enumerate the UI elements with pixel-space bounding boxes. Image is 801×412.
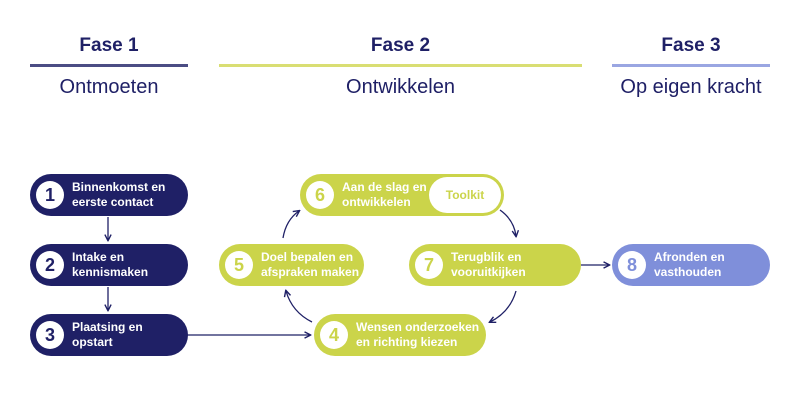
step-1-label: Binnenkomst en eerste contact [72, 180, 166, 209]
phase-3-title: Fase 3 [661, 35, 721, 56]
arrow-6-to-7 [499, 209, 516, 236]
step-6-number: 6 [306, 181, 334, 209]
step-7-label: Terugblik en vooruitkijken [451, 250, 526, 279]
phase-1-line [30, 64, 188, 67]
step-3-label: Plaatsing en opstart [72, 320, 143, 349]
phase-1-subtitle: Ontmoeten [59, 76, 159, 98]
step-8-label: Afronden en vasthouden [654, 250, 725, 279]
phase-2-subtitle: Ontwikkelen [346, 76, 455, 98]
step-5-doel: 5 Doel bepalen en afspraken maken [219, 244, 364, 286]
toolkit-badge: Toolkit [429, 177, 501, 213]
phase-3-line [612, 64, 770, 67]
step-6-label: Aan de slag en ontwikkelen [342, 180, 427, 209]
step-2-intake: 2 Intake en kennismaken [30, 244, 188, 286]
phase-2-line [219, 64, 582, 67]
arrow-4-to-5 [286, 291, 313, 323]
step-1-number: 1 [36, 181, 64, 209]
step-4-wensen: 4 Wensen onderzoeken en richting kiezen [314, 314, 486, 356]
step-7-terugblik: 7 Terugblik en vooruitkijken [409, 244, 581, 286]
step-1-binnenkomst: 1 Binnenkomst en eerste contact [30, 174, 188, 216]
step-2-number: 2 [36, 251, 64, 279]
arrow-5-to-6 [282, 211, 299, 239]
phase-3-subtitle: Op eigen kracht [620, 76, 762, 98]
step-4-number: 4 [320, 321, 348, 349]
step-2-label: Intake en kennismaken [72, 250, 149, 279]
step-3-plaatsing: 3 Plaatsing en opstart [30, 314, 188, 356]
step-8-afronden: 8 Afronden en vasthouden [612, 244, 770, 286]
step-5-label: Doel bepalen en afspraken maken [261, 250, 360, 279]
step-4-label: Wensen onderzoeken en richting kiezen [356, 320, 480, 349]
step-8-number: 8 [618, 251, 646, 279]
arrow-7-to-4 [490, 290, 517, 322]
step-3-number: 3 [36, 321, 64, 349]
step-6-aan-de-slag: 6 Aan de slag en ontwikkelen Toolkit [300, 174, 504, 216]
phase-2-title: Fase 2 [370, 35, 431, 56]
phase-1-title: Fase 1 [79, 35, 139, 56]
step-7-number: 7 [415, 251, 443, 279]
step-5-number: 5 [225, 251, 253, 279]
